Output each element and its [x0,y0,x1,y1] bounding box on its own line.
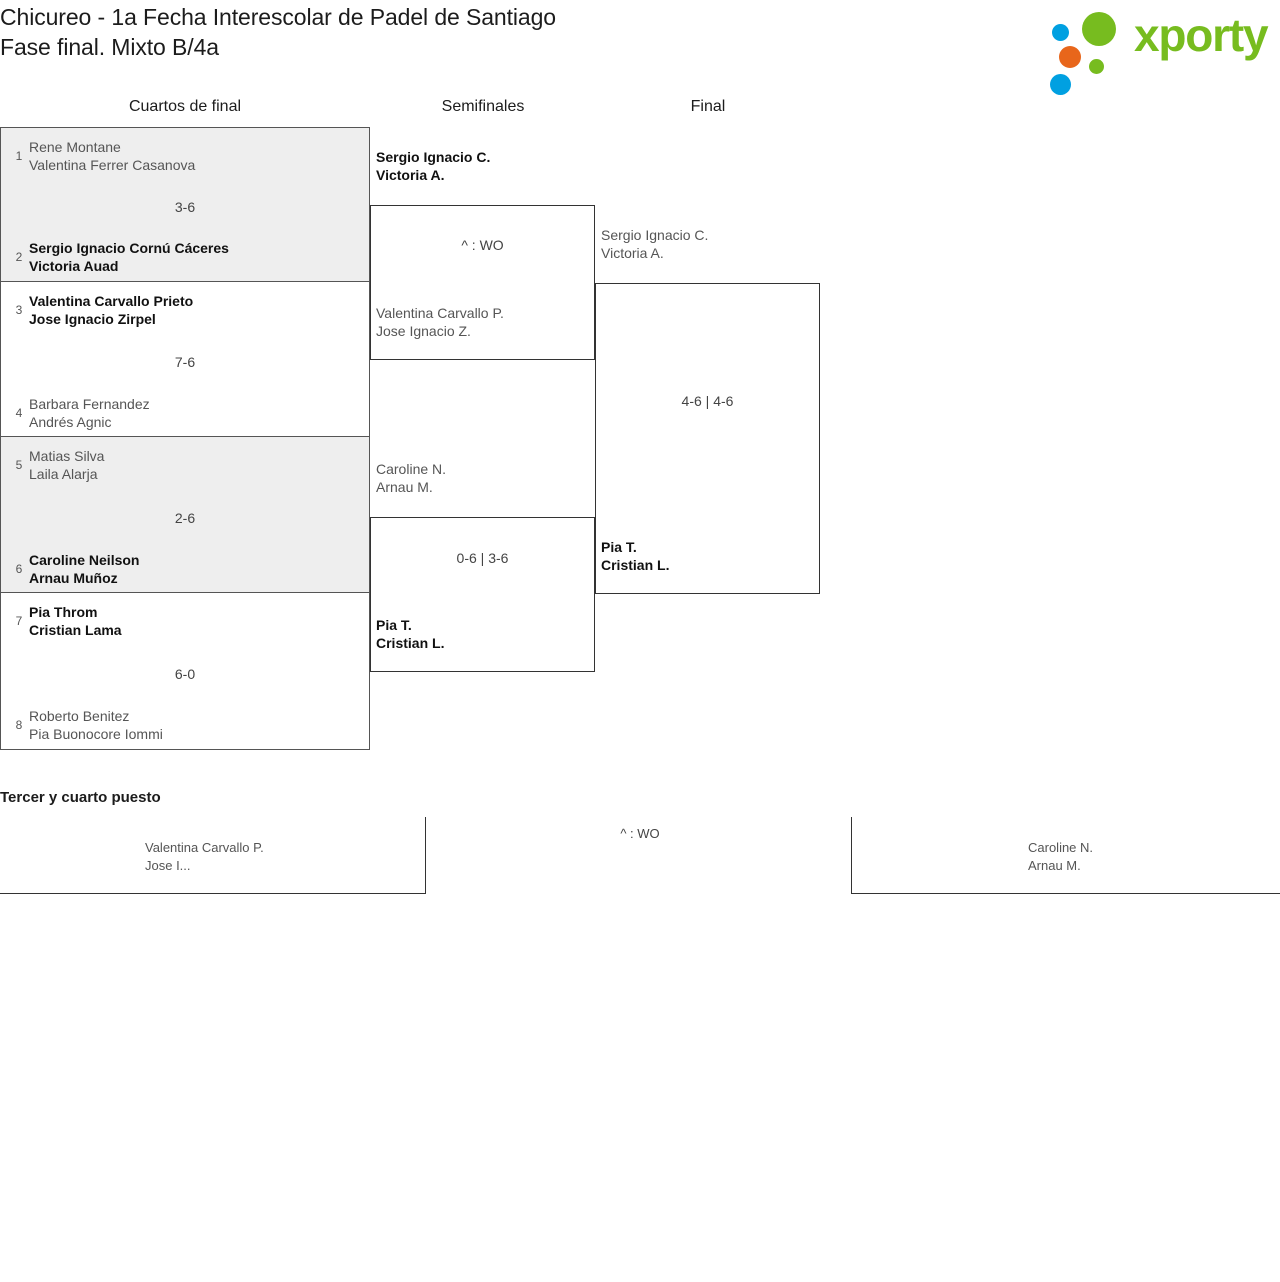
qf-match-4[interactable]: 7 Pia Throm Cristian Lama 6-0 8 Roberto … [1,593,369,749]
sf1-bottom-team[interactable]: Valentina Carvallo P. Jose Ignacio Z. [376,305,504,339]
sf-match-2-box[interactable] [370,517,595,672]
third-place-score: ^ : WO [620,826,660,841]
third-place-right-box[interactable] [851,817,1280,894]
sf-match-1-box[interactable] [370,205,595,360]
page-title: Chicureo - 1a Fecha Interescolar de Pade… [0,4,556,60]
seed-number: 1 [15,149,23,163]
round-header-quarterfinals: Cuartos de final [128,98,242,115]
sf2-top-team[interactable]: Caroline N. Arnau M. [376,461,447,495]
qf-score-1: 3-6 [174,199,196,215]
team-name-line1: Valentina Carvallo Prieto [29,293,194,309]
round-header-semifinals: Semifinales [441,98,525,115]
team-name-line2: Laila Alarja [29,466,98,482]
logo-dot-blue-bottom [1050,74,1071,95]
seed-number: 3 [15,303,23,317]
sf2-score: 0-6 | 3-6 [456,550,509,566]
team-name-line2: Cristian Lama [29,622,122,638]
logo-dot-green-small [1089,59,1104,74]
logo-dot-blue-top [1052,24,1069,41]
team-name-line1: Caroline Neilson [29,552,140,568]
team-name-line2: Arnau Muñoz [29,570,118,586]
third-place-left-team[interactable]: Valentina Carvallo P. Jose I... [145,840,264,873]
qf-score-4: 6-0 [174,666,196,682]
qf-score-3: 2-6 [174,510,196,526]
team-name-line1: Rene Montane [29,139,121,155]
logo-dot-orange [1059,46,1081,68]
seed-number: 5 [15,458,23,472]
seed-number: 4 [15,406,23,420]
quarterfinals-column: 1 Rene Montane Valentina Ferrer Casanova… [0,127,370,750]
final-bottom-team[interactable]: Pia T. Cristian L. [601,539,670,573]
seed-number: 6 [15,562,23,576]
sf2-bottom-team[interactable]: Pia T. Cristian L. [376,617,445,651]
final-score: 4-6 | 4-6 [681,393,734,409]
team-name-line2: Andrés Agnic [29,414,112,430]
qf-match-2[interactable]: 3 Valentina Carvallo Prieto Jose Ignacio… [1,282,369,437]
team-name-line2: Jose Ignacio Zirpel [29,311,156,327]
qf-match-1[interactable]: 1 Rene Montane Valentina Ferrer Casanova… [1,128,369,282]
team-name-line1: Matias Silva [29,448,105,464]
final-match-box[interactable] [595,283,820,594]
final-top-team[interactable]: Sergio Ignacio C. Victoria A. [601,227,709,261]
team-name-line2: Victoria Auad [29,258,119,274]
qf-score-2: 7-6 [174,354,196,370]
team-name-line2: Pia Buonocore Iommi [29,726,163,742]
logo-wordmark: xporty [1134,9,1269,61]
sf1-top-team[interactable]: Sergio Ignacio C. Victoria A. [376,149,491,183]
team-name-line1: Roberto Benitez [29,708,130,724]
team-name-line1: Pia Throm [29,604,98,620]
qf-match-3[interactable]: 5 Matias Silva Laila Alarja 2-6 6 Caroli… [1,437,369,593]
logo-dot-green-large [1082,12,1116,46]
third-place-left-box[interactable] [0,817,426,894]
team-name-line1: Barbara Fernandez [29,396,150,412]
sf1-score: ^ : WO [461,237,504,253]
xporty-logo[interactable]: xporty [1032,4,1272,95]
seed-number: 7 [15,614,23,628]
round-header-final: Final [690,98,726,115]
seed-number: 2 [15,250,23,264]
team-name-line1: Sergio Ignacio Cornú Cáceres [29,240,229,256]
third-place-title: Tercer y cuarto puesto [0,789,161,806]
third-place-right-team[interactable]: Caroline N. Arnau M. [1028,840,1094,873]
seed-number: 8 [15,718,23,732]
team-name-line2: Valentina Ferrer Casanova [29,157,196,173]
